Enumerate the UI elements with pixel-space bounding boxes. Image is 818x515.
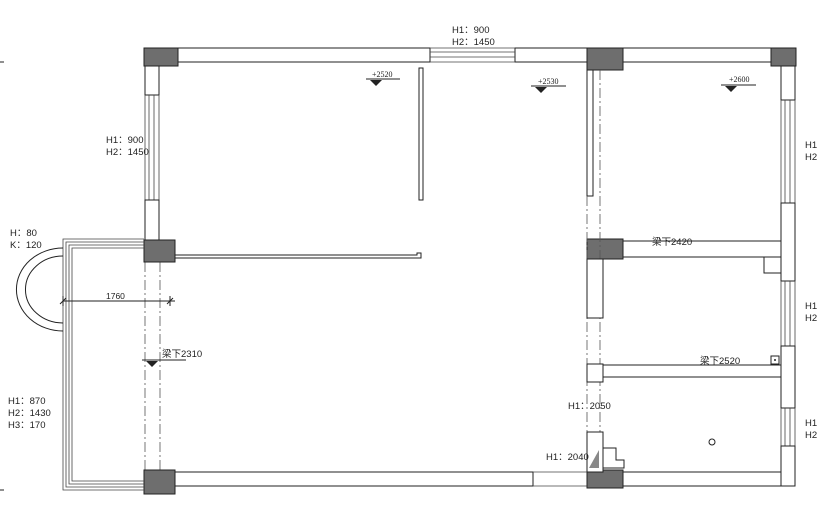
right-wall-segment — [780, 202, 796, 282]
bottom-wall — [622, 471, 782, 487]
column-top-middle — [586, 47, 624, 71]
bay-arc-k: K：120 — [10, 240, 42, 251]
level-marker — [721, 84, 756, 92]
bay-window-h3: H3：170 — [8, 420, 46, 431]
column-bottom-middle — [586, 469, 624, 489]
right-window-bottom-h1: H1： — [805, 418, 818, 429]
beam-lower — [602, 364, 782, 378]
level-label: +2600 — [729, 75, 750, 84]
right-window-mid — [780, 281, 796, 346]
level-marker — [531, 85, 566, 93]
right-window-bottom — [780, 408, 796, 446]
dimension-text: 1760 — [106, 291, 125, 301]
interior-partition — [586, 69, 594, 197]
interior-partition — [586, 258, 604, 319]
top-window-h2: H2：1450 — [452, 37, 495, 48]
column-top-left — [143, 47, 179, 67]
left-wall-segment — [144, 199, 160, 241]
level-label: +2530 — [538, 77, 559, 86]
right-wall-segment — [780, 65, 796, 101]
top-wall — [177, 47, 772, 63]
right-window-mid-h2: H2： — [805, 313, 818, 324]
beam-marker — [142, 359, 186, 367]
left-window-h1: H1：900 — [106, 135, 144, 146]
fixture-triangle — [589, 450, 599, 468]
interior-partition — [418, 67, 424, 201]
beam-label-lower: 梁下2520 — [700, 355, 740, 367]
beam-step — [763, 256, 782, 274]
right-window-top-h2: H2： — [805, 152, 818, 163]
bay-window — [62, 238, 144, 491]
right-wall-segment — [780, 445, 796, 487]
right-window-bottom-h2: H2： — [805, 430, 818, 441]
interior-partition — [175, 252, 422, 259]
interior-partition — [586, 363, 604, 383]
level-label: +2520 — [372, 70, 393, 79]
column-center-right — [586, 238, 624, 260]
right-window-top-h1: H1： — [805, 140, 818, 151]
right-wall-segment — [780, 345, 796, 409]
bottom-wall — [174, 471, 534, 487]
level-marker — [366, 78, 400, 86]
column-left-middle — [143, 239, 176, 263]
column-top-right — [770, 47, 797, 67]
left-wall-segment — [144, 65, 160, 96]
column-bottom-left — [143, 469, 176, 495]
beam-label-left: 梁下2310 — [162, 348, 202, 360]
opening-height-label: H1：2040 — [546, 452, 589, 463]
top-window-h1: H1：900 — [452, 25, 490, 36]
fixture-outline — [602, 447, 625, 469]
opening-height-label: H1：2050 — [568, 401, 611, 412]
bay-arc-inner — [24, 255, 64, 324]
right-window-mid-h1: H1： — [805, 301, 818, 312]
bay-arc-h: H：80 — [10, 228, 37, 239]
dimension-line — [59, 296, 175, 306]
bay-window-h2: H2：1430 — [8, 408, 51, 419]
drain-symbol — [708, 438, 716, 446]
beam-upper — [622, 240, 782, 258]
beam-label-upper: 梁下2420 — [652, 236, 692, 248]
left-window — [144, 95, 160, 200]
left-window-h2: H2：1450 — [106, 147, 149, 158]
bay-window-h1: H1：870 — [8, 396, 46, 407]
bay-arc-outer — [15, 247, 64, 332]
right-window-top — [780, 100, 796, 203]
small-column-dot — [774, 359, 776, 361]
top-window — [430, 47, 515, 63]
